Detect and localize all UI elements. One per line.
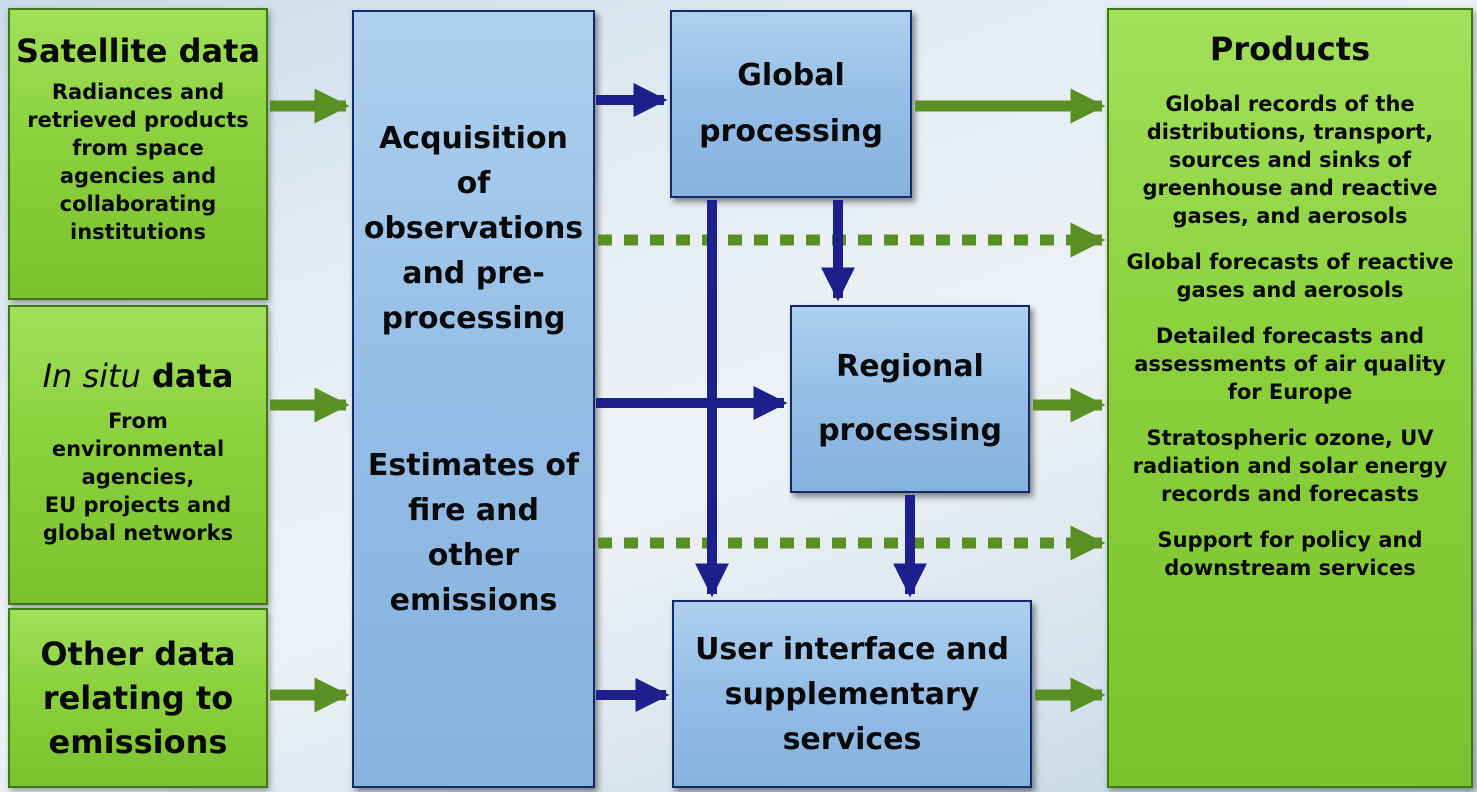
regional-processing-line: Regional [836, 349, 984, 384]
in-situ-data-line: From [108, 409, 168, 433]
product-line: Global records of the [1165, 92, 1415, 116]
product-item: Global records of the distributions, tra… [1142, 90, 1437, 230]
product-item: Detailed forecasts and assessments of ai… [1134, 322, 1446, 406]
global-processing-box: Global processing [670, 10, 912, 198]
in-situ-rest: data [140, 357, 234, 395]
product-item: Stratospheric ozone, UV radiation and so… [1133, 424, 1448, 508]
in-situ-data-title: In situ data [43, 357, 234, 395]
acquisition-line: Acquisition [379, 121, 568, 156]
in-situ-data-line: EU projects and [44, 493, 232, 517]
emissions-line: fire and [408, 493, 539, 528]
other-data-box: Other data relating to emissions [8, 608, 268, 788]
acquisition-box: Acquisition of observations and pre- pro… [352, 10, 595, 788]
product-line: Stratospheric ozone, UV [1146, 426, 1434, 450]
product-item: Support for policy and downstream servic… [1158, 526, 1423, 582]
product-item: Global forecasts of reactive gases and a… [1127, 248, 1454, 304]
satellite-data-line: institutions [70, 220, 206, 244]
product-line: downstream services [1164, 556, 1416, 580]
product-line: greenhouse and reactive [1142, 176, 1438, 200]
global-processing-line: Global [737, 58, 845, 93]
other-data-line: emissions [48, 723, 228, 761]
products-title: Products [1209, 30, 1371, 68]
global-processing-line: processing [699, 114, 883, 149]
satellite-data-line: from space [72, 136, 204, 160]
user-interface-box: User interface and supplementary service… [672, 600, 1032, 788]
satellite-data-line: collaborating [59, 192, 217, 216]
acquisition-line: processing [381, 301, 566, 336]
regional-processing-line: processing [818, 413, 1002, 448]
other-data-line: Other data [40, 635, 236, 673]
satellite-data-title: Satellite data [15, 32, 261, 70]
user-interface-line: supplementary [724, 676, 980, 712]
acquisition-line: and pre- [402, 256, 545, 291]
product-line: sources and sinks of [1168, 148, 1412, 172]
product-line: distributions, transport, [1146, 120, 1434, 144]
product-line: for Europe [1227, 380, 1353, 404]
product-line: radiation and solar energy [1132, 454, 1448, 478]
product-line: Detailed forecasts and [1155, 324, 1425, 348]
product-line: assessments of air quality [1134, 352, 1446, 376]
product-line: gases, and aerosols [1172, 204, 1408, 228]
satellite-data-box: Satellite data Radiances and retrieved p… [8, 8, 268, 300]
other-data-line: relating to [42, 679, 234, 717]
user-interface-line: User interface and [695, 631, 1009, 667]
emissions-line: emissions [389, 583, 558, 618]
emissions-line: Estimates of [367, 448, 580, 483]
products-box: Products Global records of the distribut… [1107, 8, 1473, 788]
user-interface-line: services [782, 721, 922, 757]
in-situ-data-line: agencies, [81, 465, 195, 489]
satellite-data-line: agencies and [59, 164, 217, 188]
regional-processing-box: Regional processing [790, 305, 1030, 493]
satellite-data-line: retrieved products [27, 108, 249, 132]
product-line: records and forecasts [1161, 482, 1419, 506]
satellite-data-line: Radiances and [51, 80, 225, 104]
product-line: Support for policy and [1157, 528, 1423, 552]
product-line: Global forecasts of reactive [1126, 250, 1454, 274]
in-situ-italic: In situ [42, 357, 141, 395]
acquisition-line: of [456, 166, 491, 201]
product-line: gases and aerosols [1176, 278, 1404, 302]
acquisition-line: observations [363, 211, 584, 246]
in-situ-data-box: In situ data From environmental agencies… [8, 305, 268, 605]
in-situ-data-line: environmental [51, 437, 225, 461]
in-situ-data-line: global networks [42, 521, 234, 545]
emissions-line: other [427, 538, 520, 573]
